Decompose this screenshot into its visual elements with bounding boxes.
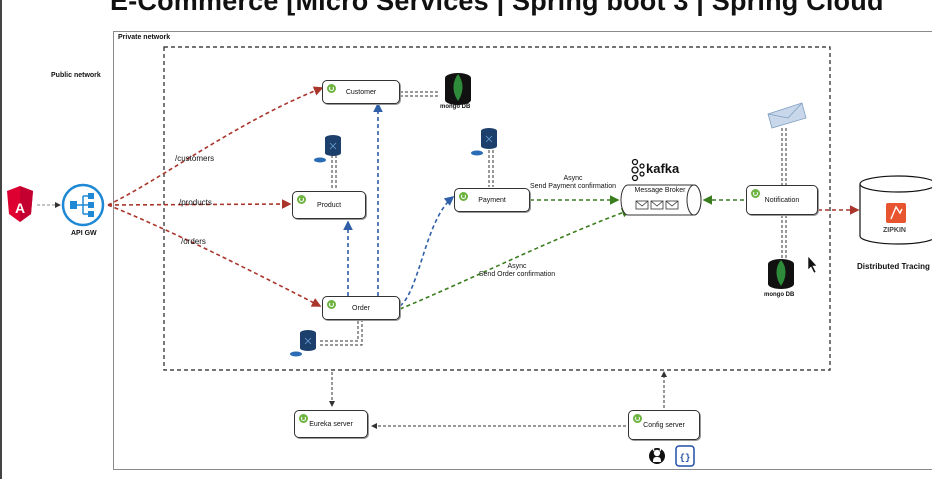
mongodb-icon <box>768 259 794 289</box>
public-network-label: Public network <box>51 72 101 79</box>
api-gateway-label: API GW <box>71 230 97 237</box>
svg-text:{}: {} <box>680 453 691 463</box>
message-broker-label: Message Broker <box>634 187 686 194</box>
message-icons <box>635 200 679 210</box>
spring-icon <box>327 84 336 93</box>
product-service-label: Product <box>316 201 342 209</box>
customer-service: Customer <box>322 80 400 104</box>
email-icon <box>767 102 807 129</box>
config-server: Config server <box>628 410 700 440</box>
async-order-label: Async Send Order confirmation <box>474 263 560 279</box>
async-payment-line2: Send Payment confirmation <box>530 183 616 190</box>
async-payment-label: Async Send Payment confirmation <box>528 175 618 191</box>
notification-mongodb-label: mongo DB <box>764 292 795 298</box>
async-order-line2: Send Order confirmation <box>478 271 556 278</box>
docker-db-icon <box>471 128 497 156</box>
route-products-label: /products <box>179 198 212 207</box>
eureka-server: Eureka server <box>294 410 368 438</box>
config-server-label: Config server <box>643 421 685 429</box>
docker-db-icon <box>314 135 341 163</box>
docker-db-icon <box>290 330 316 357</box>
order-db-link-2 <box>320 320 363 346</box>
kafka-label: kafka <box>646 161 680 176</box>
order-to-broker-arrow <box>399 208 632 310</box>
route-orders-label: /orders <box>181 237 206 246</box>
left-edge-line <box>0 0 2 479</box>
zipkin-icon <box>886 203 906 223</box>
payment-service: Payment <box>454 188 530 212</box>
message-broker-queue <box>620 184 702 216</box>
route-customers-label: /customers <box>175 154 215 163</box>
kafka-icon <box>631 158 645 182</box>
notification-service-label: Notification <box>764 196 800 204</box>
async-order-line1: Async <box>507 263 527 270</box>
outer-frame <box>113 31 932 470</box>
spring-icon <box>327 300 336 309</box>
order-service: Order <box>322 296 400 320</box>
private-network-label: Private network <box>118 34 171 41</box>
api-gateway-icon <box>61 183 105 227</box>
zipkin-label: ZIPKIN <box>883 227 906 234</box>
notification-service: Notification <box>746 185 818 215</box>
order-db-link <box>320 320 359 342</box>
diagram-title: E-Commerce [Micro Services | Spring boot… <box>110 0 884 16</box>
spring-icon <box>299 414 308 423</box>
mongodb-icon <box>445 73 471 105</box>
private-network-boundary <box>163 46 831 371</box>
spring-icon <box>459 192 468 201</box>
order-to-payment-arrow <box>399 195 455 307</box>
github-icon <box>649 447 665 464</box>
customer-mongodb-label: mongo DB <box>440 104 471 110</box>
route-customers-arrow <box>107 86 324 206</box>
spring-icon <box>297 195 306 204</box>
spring-icon <box>751 189 760 198</box>
json-config-icon: {} <box>675 445 695 467</box>
svg-text:A: A <box>15 200 25 216</box>
angular-icon: A <box>7 186 33 222</box>
spring-icon <box>633 414 642 423</box>
payment-service-label: Payment <box>478 196 506 204</box>
async-payment-line1: Async <box>563 175 583 182</box>
distributed-tracing-label: Distributed Tracing <box>857 262 930 271</box>
order-service-label: Order <box>352 304 370 312</box>
mouse-cursor-icon <box>807 255 818 274</box>
eureka-server-label: Eureka server <box>309 420 353 428</box>
customer-service-label: Customer <box>345 88 377 96</box>
product-service: Product <box>292 191 366 219</box>
route-products-arrow <box>107 199 292 209</box>
route-orders-arrow <box>107 204 322 307</box>
